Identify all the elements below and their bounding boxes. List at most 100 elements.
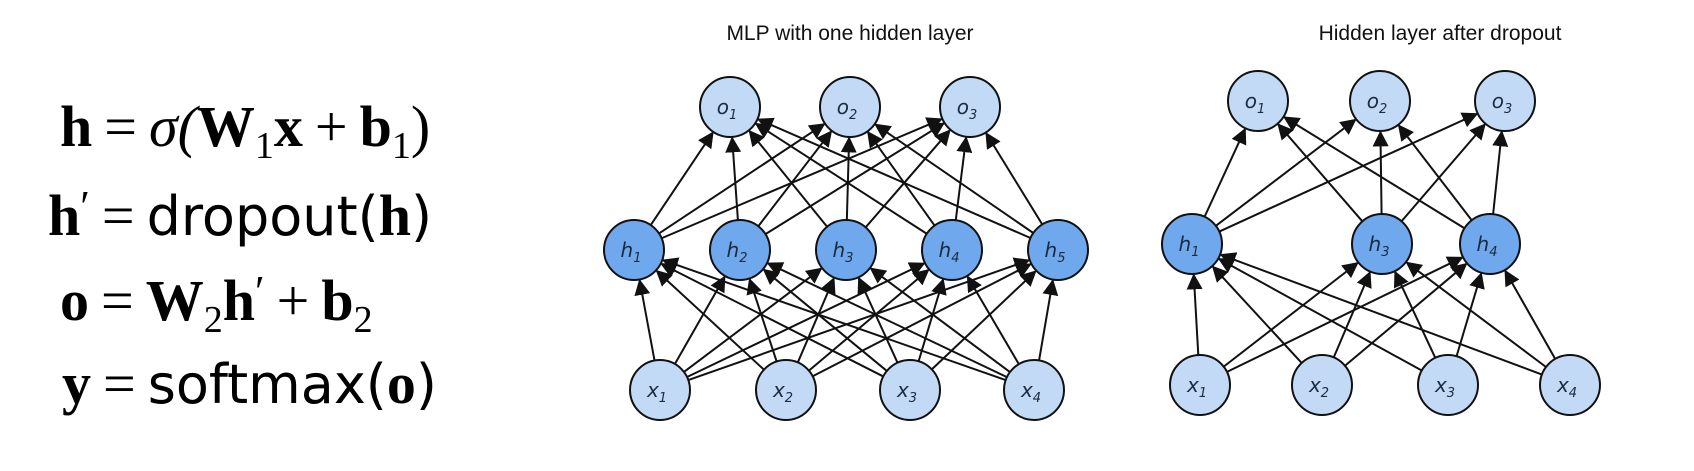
input-node-3: x3 bbox=[1417, 354, 1479, 416]
edge-input-to-hidden bbox=[931, 270, 1037, 371]
diagram-title: Hidden layer after dropout bbox=[1319, 22, 1562, 45]
edge-hidden-to-output bbox=[1492, 130, 1509, 215]
eq3-bias-sub: 2 bbox=[353, 299, 373, 341]
edge-hidden-to-output bbox=[756, 117, 1031, 239]
output-node-2-circle bbox=[819, 76, 881, 138]
input-node-1-label: x1 bbox=[646, 378, 667, 406]
input-node-1-circle bbox=[629, 359, 691, 421]
edge-hidden-to-output bbox=[1218, 112, 1479, 233]
edge-input-to-hidden bbox=[746, 277, 778, 362]
hidden-node-4-label: h4 bbox=[1477, 232, 1498, 260]
output-node-1-label: o1 bbox=[717, 95, 738, 123]
edge-input-to-hidden bbox=[1504, 269, 1557, 360]
edge-input-to-hidden bbox=[1211, 265, 1303, 364]
edge-input-to-hidden bbox=[857, 276, 899, 364]
edge-hidden-to-output bbox=[840, 136, 857, 221]
hidden-node-1: h1 bbox=[1161, 213, 1223, 275]
input-node-2: x2 bbox=[1291, 354, 1353, 416]
edge-input-to-hidden bbox=[1332, 271, 1372, 358]
edge-input-to-hidden bbox=[966, 275, 1020, 365]
output-node-2-label: o2 bbox=[1367, 89, 1388, 117]
output-node-3: o3 bbox=[939, 76, 1001, 138]
output-node-1: o1 bbox=[1227, 70, 1289, 132]
edge-hidden-to-output bbox=[1277, 123, 1364, 222]
hidden-node-3-circle bbox=[1351, 213, 1413, 275]
edge-input-to-hidden bbox=[655, 269, 765, 371]
input-node-3: x3 bbox=[879, 359, 941, 421]
input-node-2-label: x2 bbox=[1308, 373, 1329, 401]
output-node-1-label: o1 bbox=[1245, 89, 1266, 117]
output-node-1-circle bbox=[699, 76, 761, 138]
edge-hidden-to-output bbox=[864, 129, 951, 228]
output-node-3-label: o3 bbox=[1492, 89, 1513, 117]
edge-input-to-hidden bbox=[1394, 270, 1437, 359]
edge-input-to-hidden bbox=[674, 275, 726, 365]
eq3-prime: ′ bbox=[254, 267, 265, 316]
edge-input-to-hidden bbox=[812, 263, 1032, 378]
hidden-node-5-label: h5 bbox=[1045, 238, 1066, 266]
output-node-2: o2 bbox=[819, 76, 881, 138]
edge-hidden-to-output bbox=[1215, 118, 1357, 227]
equation-softmax: y=softmax(o) bbox=[62, 355, 437, 413]
hidden-node-3: h3 bbox=[1351, 213, 1413, 275]
output-node-1-circle bbox=[1227, 70, 1289, 132]
input-node-2-circle bbox=[1291, 354, 1353, 416]
input-node-4: x4 bbox=[1539, 354, 1601, 416]
input-node-2-label: x2 bbox=[772, 378, 793, 406]
eq3-weight: W bbox=[145, 268, 204, 333]
eq1-close: ) bbox=[410, 94, 431, 159]
eq1-lhs: h bbox=[60, 94, 93, 159]
equation-dropout: h′=dropout(h) bbox=[48, 185, 432, 245]
equations-panel: h=σ(W1x+b1) h′=dropout(h) o=W2h′+b2 y=so… bbox=[0, 0, 580, 471]
edge-input-to-hidden bbox=[1405, 261, 1547, 368]
edge-input-to-hidden bbox=[1455, 272, 1485, 357]
hidden-node-1-circle bbox=[1161, 213, 1223, 275]
edge-input-to-hidden bbox=[661, 257, 1007, 382]
eq2-function: dropout( bbox=[146, 185, 379, 248]
input-node-1-circle bbox=[1169, 354, 1231, 416]
edge-hidden-to-output bbox=[1400, 123, 1486, 222]
hidden-node-1-circle bbox=[603, 219, 665, 281]
equation-hidden: h=σ(W1x+b1) bbox=[60, 98, 430, 167]
hidden-node-1-label: h1 bbox=[1179, 232, 1200, 260]
input-node-4: x4 bbox=[1003, 359, 1065, 421]
edge-input-to-hidden bbox=[1038, 278, 1059, 361]
eq4-function: softmax( bbox=[147, 353, 387, 416]
output-node-2: o2 bbox=[1349, 70, 1411, 132]
eq3-h: h bbox=[222, 268, 255, 333]
edge-hidden-to-output bbox=[1283, 116, 1465, 230]
hidden-node-4-circle bbox=[921, 219, 983, 281]
eq4-close: ) bbox=[415, 353, 437, 416]
hidden-node-5: h5 bbox=[1027, 219, 1089, 281]
edge-hidden-to-output bbox=[725, 136, 742, 221]
edge-input-to-hidden bbox=[1217, 258, 1423, 372]
edge-hidden-to-output bbox=[1397, 124, 1473, 221]
hidden-node-5-circle bbox=[1027, 219, 1089, 281]
output-node-3-label: o3 bbox=[957, 95, 978, 123]
eq3-equals: = bbox=[101, 268, 134, 333]
edge-hidden-to-output bbox=[874, 123, 1034, 234]
edge-hidden-to-output bbox=[985, 132, 1044, 225]
edge-hidden-to-output bbox=[1372, 130, 1389, 215]
edge-hidden-to-output bbox=[754, 122, 928, 235]
eq1-bias: b bbox=[359, 94, 392, 159]
input-node-1-label: x1 bbox=[1186, 373, 1207, 401]
eq1-weight: W bbox=[196, 94, 255, 159]
eq1-x: x bbox=[273, 94, 303, 159]
input-node-3-circle bbox=[1417, 354, 1479, 416]
output-node-3: o3 bbox=[1474, 70, 1536, 132]
eq4-lhs: y bbox=[62, 351, 91, 416]
hidden-node-2-circle bbox=[709, 219, 771, 281]
eq1-sigma: σ( bbox=[148, 94, 197, 159]
edge-input-to-hidden bbox=[808, 268, 930, 372]
eq3-plus: + bbox=[276, 268, 310, 333]
eq1-weight-sub: 1 bbox=[254, 125, 274, 167]
edge-input-to-hidden bbox=[660, 263, 884, 378]
hidden-node-1-label: h1 bbox=[621, 238, 642, 266]
edge-hidden-to-output bbox=[757, 130, 833, 227]
edge-hidden-to-output bbox=[748, 129, 828, 228]
edge-input-to-hidden bbox=[1223, 262, 1359, 368]
edge-input-to-hidden bbox=[1219, 252, 1543, 376]
input-node-4-label: x4 bbox=[1020, 378, 1041, 406]
